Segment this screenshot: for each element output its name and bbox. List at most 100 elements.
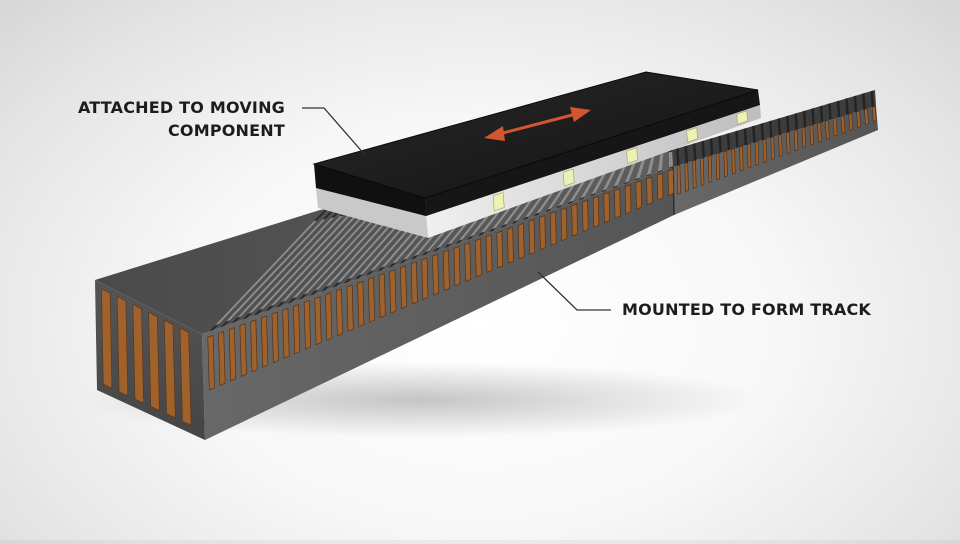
magnet-block [492,192,505,212]
track-far-top-slot [693,143,697,161]
top-plate-side [425,90,760,216]
magnet-block [562,168,575,187]
far-side-coil-tooth [801,127,807,149]
side-coil-tooth [592,195,600,228]
track-top-slot-highlight [281,210,369,303]
magnet-block [626,147,638,164]
side-coil-tooth [260,315,269,368]
side-coil-tooth [410,261,418,305]
track-far-top-slot [718,135,722,154]
side-coil-tooth [571,203,578,237]
far-side-coil-tooth [746,143,752,169]
track-top-slot-highlight [635,156,647,180]
side-coil-tooth [335,288,343,337]
track-top-slot-highlight [668,151,673,168]
far-side-coil-tooth [848,112,854,131]
side-coil-tooth [389,269,397,314]
callout-moving-line2: COMPONENT [167,121,285,140]
end-face-coils [101,288,192,426]
side-coil-tooth [614,188,621,219]
top-plate-front [314,164,426,216]
side-coil-tooth [507,226,514,264]
side-coil-tooth [517,222,525,260]
side-coil-tooth [303,300,311,350]
magnet-block [736,110,748,125]
far-side-coil-tooth [723,150,728,178]
side-coil-tooth [464,242,472,282]
far-side-coil-tooth [700,157,705,187]
end-coil-strip [132,304,144,404]
side-coil-tooth [635,180,642,210]
side-coil-tooth [346,284,354,332]
track-top-slot-highlight [646,155,655,176]
track-top-slot-highlight [314,205,395,291]
far-side-coil-tooth [762,138,768,163]
side-coil-tooth [496,230,504,269]
track-top-slot-highlight [237,217,335,318]
track-top-slot-highlight [270,212,361,307]
side-coil-tooth [325,292,333,341]
track-far-top-slot [845,98,849,115]
far-side-coil-tooth [793,129,799,152]
magnet-row [492,110,748,212]
far-side-coil-tooth [840,115,846,134]
side-coil-tooth [421,257,429,300]
far-side-coil-tooth [676,164,681,195]
track-top-slot-highlight [657,153,664,172]
side-coil-tooth [539,215,546,251]
side-coil-tooth [646,176,653,206]
moving-component [312,71,761,238]
side-coil-tooth [582,199,589,233]
side-coil-tooth [549,211,557,246]
track-far-top-slot [853,95,858,113]
side-coil-tooth [271,311,279,364]
side-coil-tooth [442,249,450,291]
far-side-coil-tooth [832,117,838,137]
side-coil-tooth [475,238,482,278]
track-top-slot-highlight [624,158,638,183]
side-coil-tooth [400,265,408,309]
track-top-slot-highlight [248,215,343,314]
track-top-slot-highlight [303,207,387,295]
side-coil-tooth [207,334,215,391]
track-far-top-slot [752,125,756,143]
callout-moving-line1: ATTACHED TO MOVING [77,98,285,117]
far-side-coil-tooth [809,124,814,146]
far-side-coil-tooth [817,122,822,143]
far-side-coil-tooth [786,131,791,155]
far-side-coil-tooth [707,155,713,184]
side-coil-tooth [293,304,301,355]
track-far-top-slot [735,130,739,148]
track-far-top-slot [684,145,688,164]
track-far-top-slot [726,133,731,151]
side-coil-tooth [485,234,493,273]
far-side-coil-tooth [778,133,783,158]
track-top-slot-highlight [259,214,352,310]
track-far-top-slot [743,128,748,146]
side-coil-tooth [667,168,675,196]
side-coil-tooth [282,307,290,359]
side-coil-tooth [560,207,568,242]
far-side-coil-tooth [856,110,861,129]
track-top-slot-highlight [225,219,326,322]
end-coil-strip [116,296,129,397]
far-side-coil-tooth [739,145,744,172]
end-coil-strip [179,327,192,426]
far-side-coil-tooth [864,108,869,126]
magnet-block [686,127,698,143]
side-coil-tooth [250,319,258,373]
track-far-top-slot [811,108,815,126]
track-top-slot-highlight [214,220,317,326]
far-side-coil-tooth [731,148,736,175]
callout-moving-component: ATTACHED TO MOVING COMPONENT [78,96,285,142]
track-far-top-slot [760,123,765,141]
side-coil-tooth [528,219,536,255]
track-far-top-slot [862,93,866,110]
track-far-top [672,90,876,167]
callout-track: MOUNTED TO FORM TRACK [622,298,871,321]
far-side-coil-tooth [684,162,689,192]
side-coil-tooth [239,323,247,377]
track-far-top-slot [676,148,680,166]
